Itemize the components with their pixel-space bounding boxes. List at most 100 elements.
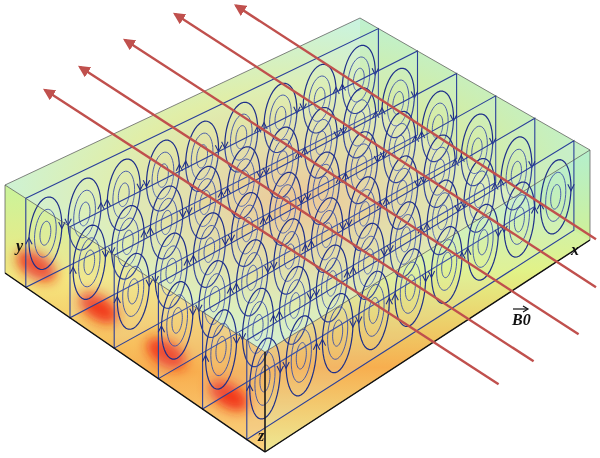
flow-arrowhead [319, 339, 325, 345]
flow-arrowhead [356, 317, 362, 323]
flow-arrowhead [302, 245, 308, 251]
flow-arrowhead [260, 218, 266, 224]
axis-label: y [16, 238, 23, 254]
flow-arrowhead [265, 266, 271, 272]
field-line-arrow [125, 40, 579, 334]
roll-streamline [551, 185, 561, 209]
roll-streamline [79, 238, 100, 287]
roll-streamline [40, 221, 51, 245]
flow-arrowhead [186, 208, 192, 214]
box-edge [5, 185, 6, 273]
roll-streamline [437, 240, 457, 291]
roll-streamline [216, 336, 226, 362]
roll-streamline [322, 294, 353, 373]
roll-streamline [29, 197, 62, 269]
roll-streamline [123, 266, 144, 316]
flow-arrowhead [98, 203, 104, 209]
roll-streamline [400, 262, 420, 313]
field-line-arrow [175, 14, 596, 287]
flow-arrowhead [387, 245, 393, 251]
roll-streamline [117, 253, 149, 329]
roll-streamline [211, 323, 231, 375]
box-edge [590, 150, 591, 240]
box-edge [360, 18, 590, 150]
flow-arrowhead [141, 231, 147, 237]
flow-arrowhead [350, 267, 356, 273]
field-line-arrow [80, 67, 534, 361]
flow-arrowhead [276, 311, 282, 317]
roll-streamline [431, 227, 462, 304]
axis-line [265, 240, 590, 452]
flow-arrowhead [266, 214, 272, 220]
box-edge [5, 18, 360, 185]
flow-arrowhead [26, 238, 32, 244]
flow-arrowhead [190, 255, 196, 261]
flow-arrowhead [277, 366, 283, 372]
axis-label: z [258, 428, 264, 444]
flow-arrowhead [422, 275, 428, 281]
roll-streamline [291, 329, 311, 382]
roll-streamline [333, 320, 343, 346]
roll-streamline [128, 279, 139, 304]
vector-accent [513, 308, 527, 309]
flow-arrowhead [313, 343, 319, 349]
flow-arrowhead [137, 184, 143, 190]
flow-arrowhead [146, 280, 152, 286]
flow-arrowhead [227, 287, 233, 293]
flow-arrowhead [568, 184, 574, 190]
roll-streamline [206, 310, 237, 389]
roll-streamline [478, 230, 488, 255]
field-line-arrow [236, 6, 596, 240]
flow-arrowhead [147, 227, 153, 233]
roll-streamline [35, 209, 57, 257]
roll-streamline [286, 316, 317, 396]
flow-arrowhead [158, 326, 164, 332]
flow-arrowhead [495, 230, 501, 236]
roll-streamline [167, 295, 188, 346]
roll-streamline [504, 182, 535, 257]
flow-arrowhead [270, 315, 276, 321]
flow-arrowhead [233, 337, 239, 343]
flow-arrowhead [531, 207, 537, 213]
axis-label: x [571, 242, 579, 258]
roll-streamline [172, 308, 182, 334]
roll-streamline [328, 307, 348, 359]
axis-line [5, 273, 265, 452]
roll-streamline [473, 217, 493, 267]
flow-arrowhead [247, 385, 253, 391]
flow-arrowhead [283, 362, 289, 368]
flow-arrowhead [350, 321, 356, 327]
flow-arrowhead [104, 200, 110, 206]
flow-arrowhead [465, 248, 471, 254]
roll-streamline [514, 207, 524, 232]
flow-arrowhead [344, 271, 350, 277]
flow-arrowhead [143, 180, 149, 186]
flow-arrowhead [202, 355, 208, 361]
roll-streamline [161, 282, 192, 360]
flow-arrowhead [190, 308, 196, 314]
flow-arrowhead [233, 283, 239, 289]
flow-arrowhead [70, 267, 76, 273]
flow-arrowhead [386, 298, 392, 304]
flow-arrowhead [313, 289, 319, 295]
flow-arrowhead [180, 211, 186, 217]
roll-streamline [468, 204, 499, 280]
flow-arrowhead [184, 259, 190, 265]
flow-arrowhead [307, 293, 313, 299]
roll-streamline [296, 343, 306, 369]
roll-streamline [73, 225, 105, 299]
flow-arrowhead [308, 241, 314, 247]
flow-arrowhead [109, 247, 115, 253]
field-label: B0 [512, 312, 531, 328]
flow-arrowhead [271, 262, 277, 268]
box-edge [5, 185, 265, 352]
roll-sheet [247, 141, 575, 440]
flow-arrowhead [224, 188, 230, 194]
box-edge [265, 240, 590, 452]
box-edge [265, 352, 266, 452]
flow-arrowhead [114, 297, 120, 303]
flow-arrowhead [102, 251, 108, 257]
flow-arrowhead [428, 271, 434, 277]
box-edge [5, 273, 265, 452]
